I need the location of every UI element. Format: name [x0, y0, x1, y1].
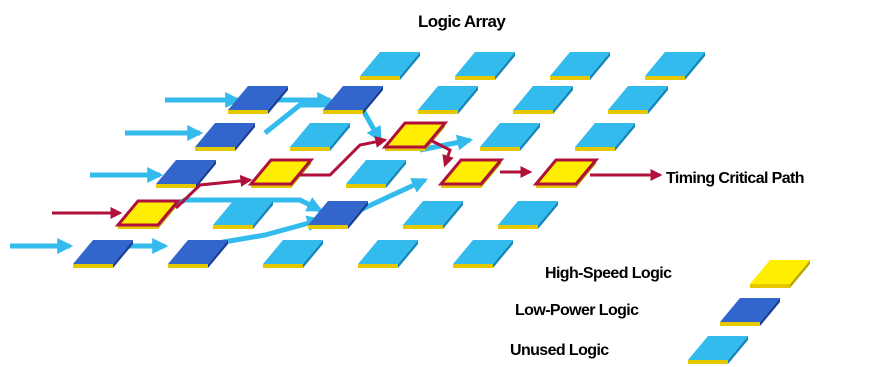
logic-tile-unused — [403, 201, 463, 229]
logic-tile-low-power — [195, 123, 255, 151]
legend-low-power-swatch — [720, 298, 780, 326]
routing-line — [358, 177, 428, 213]
logic-tile-unused — [213, 201, 273, 229]
logic-tile-high-speed — [532, 158, 600, 188]
logic-tile-low-power — [156, 160, 216, 188]
diagram-title: Logic Array — [418, 12, 506, 31]
logic-tile-low-power — [168, 240, 228, 268]
critical-path-segment — [300, 135, 388, 177]
critical-path-label: Timing Critical Path — [666, 170, 804, 187]
logic-tile-unused — [498, 201, 558, 229]
routing-line — [419, 134, 474, 153]
logic-tile-unused — [346, 160, 406, 188]
critical-path-segment — [174, 174, 253, 210]
logic-tiles — [73, 52, 705, 268]
logic-tile-unused — [453, 240, 513, 268]
logic-tile-low-power — [323, 86, 383, 114]
logic-tile-unused — [418, 86, 478, 114]
logic-tile-unused — [575, 123, 635, 151]
logic-tile-low-power — [73, 240, 133, 268]
logic-tile-unused — [263, 240, 323, 268]
logic-tile-unused — [290, 123, 350, 151]
logic-tile-low-power — [308, 201, 368, 229]
legend-swatches — [688, 260, 810, 364]
logic-tile-unused — [513, 86, 573, 114]
logic-tile-high-speed — [247, 158, 315, 188]
legend-unused-label: Unused Logic — [510, 342, 609, 359]
critical-path — [52, 135, 663, 219]
logic-tile-unused — [550, 52, 610, 80]
critical-path-segment — [429, 138, 454, 168]
logic-tile-low-power — [228, 86, 288, 114]
logic-tile-high-speed — [437, 158, 505, 188]
logic-tile-high-speed — [114, 199, 182, 229]
logic-tile-unused — [645, 52, 705, 80]
logic-tile-unused — [455, 52, 515, 80]
legend-high-speed-label: High-Speed Logic — [545, 265, 672, 282]
logic-tile-unused — [360, 52, 420, 80]
legend-high-speed-swatch — [750, 260, 810, 288]
legend-unused-swatch — [688, 336, 748, 364]
logic-tile-unused — [608, 86, 668, 114]
legend-low-power-label: Low-Power Logic — [515, 302, 639, 319]
logic-tile-unused — [358, 240, 418, 268]
logic-tile-unused — [480, 123, 540, 151]
